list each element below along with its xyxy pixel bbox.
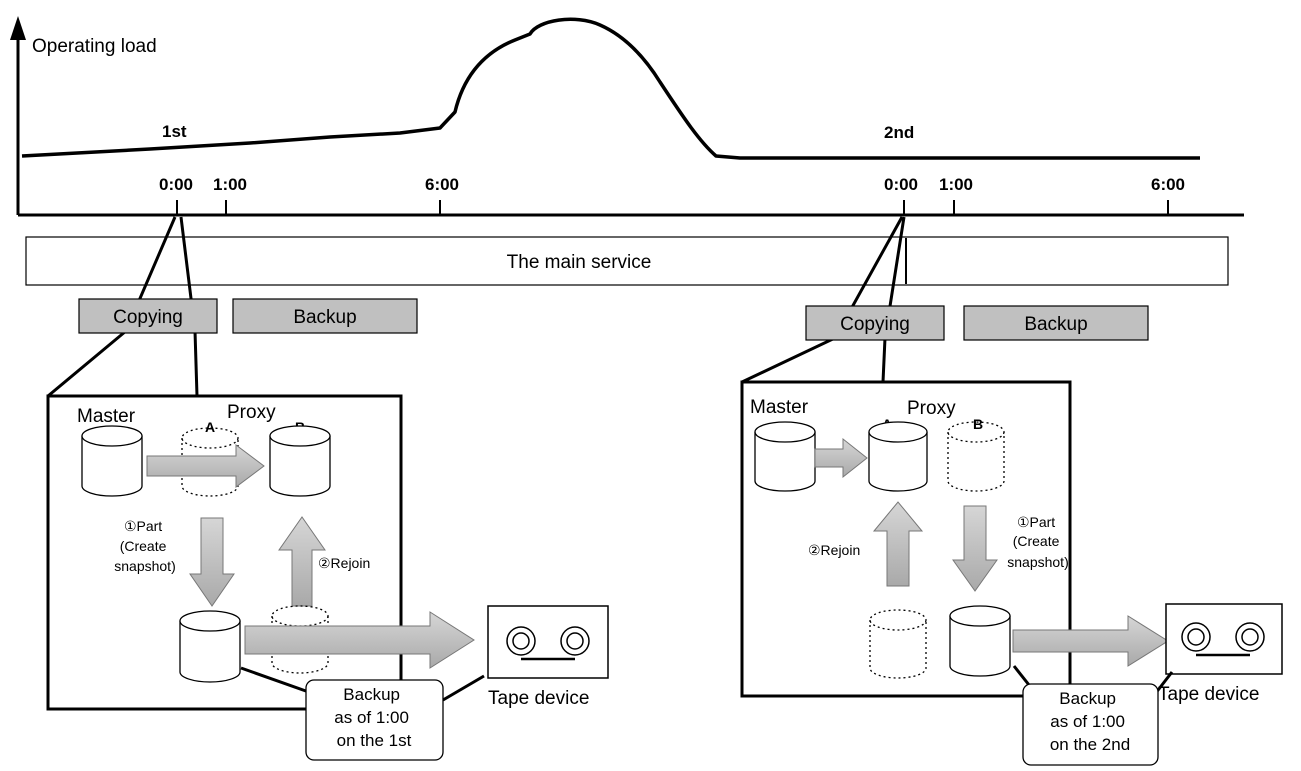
- backup-to-tape-arrow: [244, 611, 475, 669]
- rejoin-label: ②Rejoin: [318, 555, 370, 571]
- master-disk-icon: [754, 421, 816, 492]
- snapshot-disk-icon: [179, 610, 241, 683]
- left-detail-panel: Master Proxy A B ①Part (Create snapshot): [46, 394, 475, 711]
- left-tape-device-icon: [487, 605, 609, 679]
- master-label: Master: [750, 397, 809, 418]
- tick-label: 6:00: [1151, 175, 1185, 194]
- svg-text:Backup: Backup: [293, 307, 356, 328]
- main-service-bar: The main service: [25, 236, 1229, 286]
- proxy-label: Proxy: [227, 402, 276, 423]
- tick-label: 0:00: [159, 175, 193, 194]
- rejoin-arrow: [872, 501, 924, 587]
- snapshot-disk-icon: [949, 605, 1011, 677]
- left-backup-box: Backup: [232, 298, 418, 334]
- master-disk-icon: [81, 425, 143, 497]
- tick-label: 1:00: [939, 175, 973, 194]
- copy-arrow: [814, 437, 868, 479]
- disk-a-label: A: [205, 419, 215, 435]
- left-copying-box: Copying: [78, 298, 218, 334]
- svg-text:Copying: Copying: [113, 307, 183, 328]
- load-chart: Operating load 1st 2nd 0:00 1:00 6:00 0:…: [10, 16, 1244, 217]
- empty-disk-icon: [869, 609, 927, 679]
- right-backup-callout: Backup as of 1:00 on the 2nd: [1012, 665, 1174, 766]
- day-label-1st: 1st: [162, 122, 187, 141]
- right-tape-label: Tape device: [1158, 684, 1259, 705]
- disk-b-label: B: [973, 416, 983, 432]
- proxy-disk-a-icon: [868, 421, 928, 492]
- left-tape-label: Tape device: [488, 688, 589, 709]
- y-axis-label: Operating load: [32, 36, 157, 57]
- tick-marks: [176, 200, 1169, 215]
- right-copying-box: Copying: [805, 305, 945, 341]
- svg-text:Copying: Copying: [840, 314, 910, 335]
- day-label-2nd: 2nd: [884, 123, 914, 142]
- proxy-disk-a-icon: [181, 427, 239, 497]
- part-arrow: [952, 505, 998, 592]
- rejoin-label: ②Rejoin: [808, 542, 860, 558]
- load-curve: [21, 17, 1200, 160]
- svg-text:Backup as of 1:00: Backup as of 1:00 on the 1st: [334, 685, 413, 750]
- part-arrow: [189, 517, 235, 607]
- part-label: ①Part (Create snapshot): [114, 518, 175, 574]
- y-axis-arrowhead: [10, 16, 26, 40]
- part-label: ①Part (Create snapshot): [1007, 514, 1068, 570]
- proxy-disk-b-icon: [269, 425, 331, 497]
- proxy-disk-b-icon: [947, 421, 1005, 492]
- right-tape-device-icon: [1165, 603, 1283, 675]
- proxy-label: Proxy: [907, 398, 956, 419]
- tick-label: 1:00: [213, 175, 247, 194]
- rejoin-arrow: [278, 516, 326, 607]
- right-backup-box: Backup: [963, 305, 1149, 341]
- backup-to-tape-arrow: [1012, 615, 1169, 667]
- tick-label: 6:00: [425, 175, 459, 194]
- copy-arrow: [146, 444, 265, 488]
- main-service-label: The main service: [507, 252, 652, 273]
- tick-label: 0:00: [884, 175, 918, 194]
- svg-text:Backup as of 1:00: Backup as of 1:00 on the 2nd: [1050, 689, 1130, 754]
- left-backup-callout: Backup as of 1:00 on the 1st: [240, 666, 485, 761]
- master-label: Master: [77, 406, 136, 427]
- svg-text:Backup: Backup: [1024, 314, 1087, 335]
- right-detail-panel: Master Proxy A B ②Rejoin ①Part (Create s…: [740, 380, 1169, 698]
